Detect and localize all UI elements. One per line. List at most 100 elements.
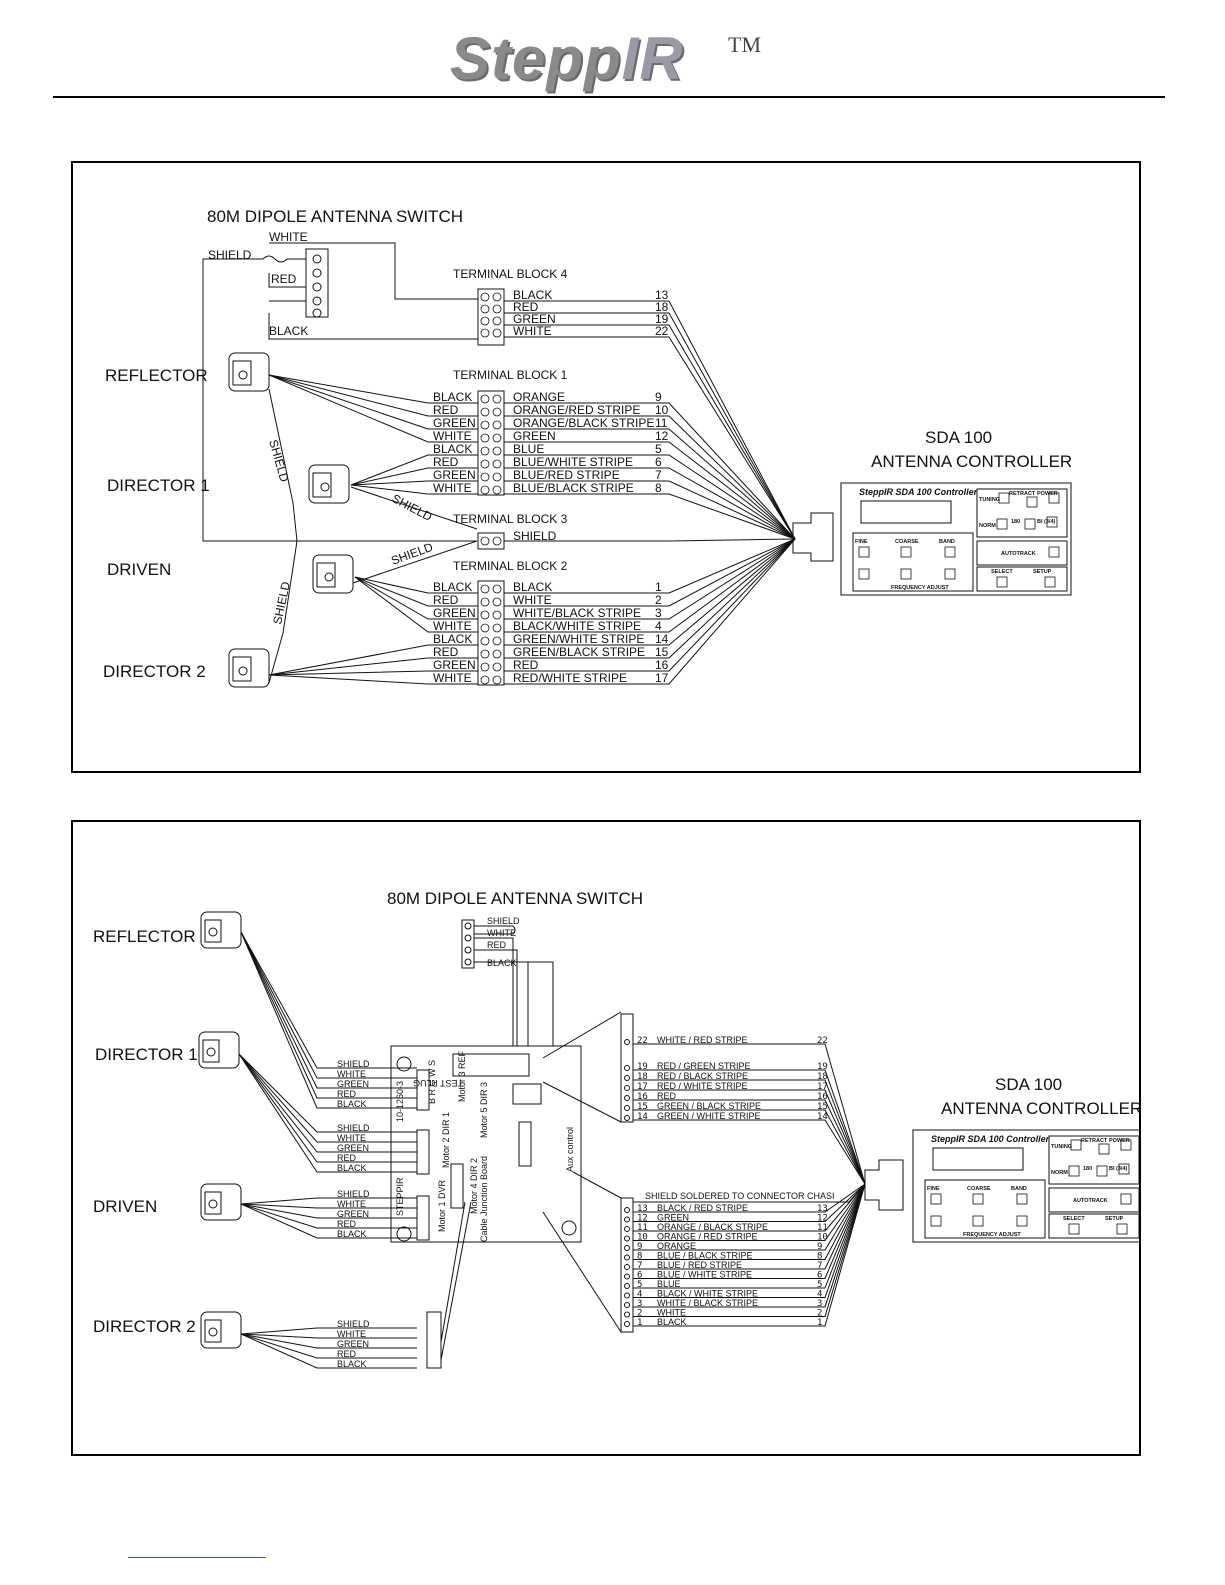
conn-bot-pin-8: 5 (637, 1280, 642, 1290)
top-controller-button-2[interactable] (1048, 492, 1060, 504)
conn-bot-pin-10: 3 (637, 1299, 642, 1309)
driven-motor-housing-2 (200, 1183, 242, 1221)
bot-controller-power-label: POWER (1109, 1138, 1130, 1144)
bottom-switch-white: WHITE (487, 928, 516, 938)
conn-bot-pin-right-8: 5 (817, 1280, 822, 1290)
top-controller-button-6[interactable] (1048, 546, 1060, 558)
bot-controller-button-5[interactable] (1118, 1163, 1130, 1175)
bot-controller-button-6[interactable] (1120, 1193, 1132, 1205)
terminal-block-3 (477, 532, 505, 550)
top-controller-button-13[interactable] (900, 568, 912, 580)
controller-connector-2 (864, 1159, 904, 1211)
terminal-block-4 (477, 288, 505, 346)
tb2-right-7: RED/WHITE STRIPE (513, 671, 627, 685)
bot-controller-button-7[interactable] (1068, 1223, 1080, 1235)
bot-controller-fine-label: FINE (927, 1186, 940, 1192)
tb2-right-3: BLACK/WHITE STRIPE (513, 619, 641, 633)
bot-controller-button-1[interactable] (1098, 1143, 1110, 1155)
tb1-left-1: RED (433, 403, 459, 417)
conn-bot-label-5: BLUE / BLACK STRIPE (657, 1251, 753, 1261)
conn-bot-pin-right-1: 12 (817, 1214, 828, 1224)
top-controller-fine-label: FINE (855, 539, 868, 545)
top-controller-button-0[interactable] (998, 492, 1010, 504)
footer-link-underline (128, 1557, 266, 1558)
bot-controller-button-12[interactable] (930, 1215, 942, 1227)
reflector-wire-1: WHITE (337, 1069, 366, 1079)
reflector-wire-3: RED (337, 1089, 357, 1099)
tb1-right-2: ORANGE/BLACK STRIPE (513, 416, 654, 430)
conn-bot-pin-9: 4 (637, 1290, 642, 1300)
cable-junction-board (390, 1045, 582, 1243)
tb1-pin-4: 5 (655, 442, 662, 456)
director1-wire-3: RED (337, 1153, 357, 1163)
bot-controller-button-14[interactable] (1016, 1215, 1028, 1227)
director2-terminal (426, 1311, 442, 1369)
top-controller-power-label: POWER (1037, 491, 1058, 497)
bot-controller-button-10[interactable] (972, 1193, 984, 1205)
tb2-pin-0: 1 (655, 580, 662, 594)
tb2-right-6: RED (513, 658, 539, 672)
controller-connector (792, 512, 834, 562)
top-controller-button-4[interactable] (1024, 518, 1036, 530)
tb1-right-7: BLUE/BLACK STRIPE (513, 481, 634, 495)
top-controller-norm-label: NORM (979, 523, 996, 529)
conn-bot-pin-right-7: 6 (817, 1271, 822, 1281)
top-controller-button-10[interactable] (900, 546, 912, 558)
header-rule (53, 96, 1165, 98)
bot-controller-button-4[interactable] (1096, 1165, 1108, 1177)
top-controller-button-11[interactable] (944, 546, 956, 558)
top-controller-autotrack-label: AUTOTRACK (1001, 551, 1036, 557)
tb1-right-4: BLUE (513, 442, 544, 456)
bot-controller-retract-label: RETRACT (1081, 1138, 1108, 1144)
tb2-pin-3: 4 (655, 619, 662, 633)
director1-wire-1: WHITE (337, 1133, 366, 1143)
bottom-switch-black: BLACK (487, 958, 517, 968)
bot-controller-freq-label: FREQUENCY ADJUST (963, 1232, 1021, 1238)
bot-controller-button-11[interactable] (1016, 1193, 1028, 1205)
driven-wire-3: RED (337, 1219, 357, 1229)
shield-note: SHIELD SOLDERED TO CONNECTOR CHASI (645, 1191, 835, 1201)
bot-controller-button-9[interactable] (930, 1193, 942, 1205)
bot-controller-button-0[interactable] (1070, 1139, 1082, 1151)
conn-top-label-0: WHITE / RED STRIPE (657, 1035, 748, 1045)
bot-controller-button-3[interactable] (1068, 1165, 1080, 1177)
top-controller-button-9[interactable] (858, 546, 870, 558)
top-controller-retract-label: RETRACT (1009, 491, 1036, 497)
top-controller-button-5[interactable] (1046, 516, 1058, 528)
tb1-pin-0: 9 (655, 390, 662, 404)
bottom-switch-red: RED (487, 940, 507, 950)
conn-top-pin-1: 19 (637, 1062, 648, 1072)
conn-bot-pin-right-3: 10 (817, 1233, 828, 1243)
bottom-switch-shield: SHIELD (487, 916, 520, 926)
bottom-label-driven: DRIVEN (93, 1197, 157, 1216)
top-controller-button-3[interactable] (996, 518, 1008, 530)
tb4-wire-1: RED (513, 300, 539, 314)
bot-controller-button-2[interactable] (1120, 1139, 1132, 1151)
director2-wire-1: WHITE (337, 1329, 366, 1339)
director1-wire-2: GREEN (337, 1143, 369, 1153)
tb2-pin-5: 15 (655, 645, 669, 659)
conn-bot-pin-0: 13 (637, 1204, 648, 1214)
conn-bot-label-7: BLUE / WHITE STRIPE (657, 1270, 752, 1280)
tb1-pin-1: 10 (655, 403, 669, 417)
director2-motor-housing (228, 648, 270, 688)
tb1-pin-5: 6 (655, 455, 662, 469)
bot-controller-button-8[interactable] (1116, 1223, 1128, 1235)
conn-bot-label-6: BLUE / RED STRIPE (657, 1260, 742, 1270)
director1-wire-0: SHIELD (337, 1123, 370, 1133)
top-controller-button-14[interactable] (944, 568, 956, 580)
bot-controller-norm-label: NORM (1051, 1170, 1068, 1176)
top-controller-button-12[interactable] (858, 568, 870, 580)
bot-controller-button-13[interactable] (972, 1215, 984, 1227)
top-controller-button-1[interactable] (1026, 496, 1038, 508)
top-controller-button-7[interactable] (996, 576, 1008, 588)
tb1-left-3: WHITE (433, 429, 472, 443)
director1-wire-4: BLACK (337, 1163, 367, 1173)
tb1-left-0: BLACK (433, 390, 472, 404)
top-controller-button-8[interactable] (1044, 576, 1056, 588)
tb1-left-7: WHITE (433, 481, 472, 495)
tb1-right-0: ORANGE (513, 390, 565, 404)
